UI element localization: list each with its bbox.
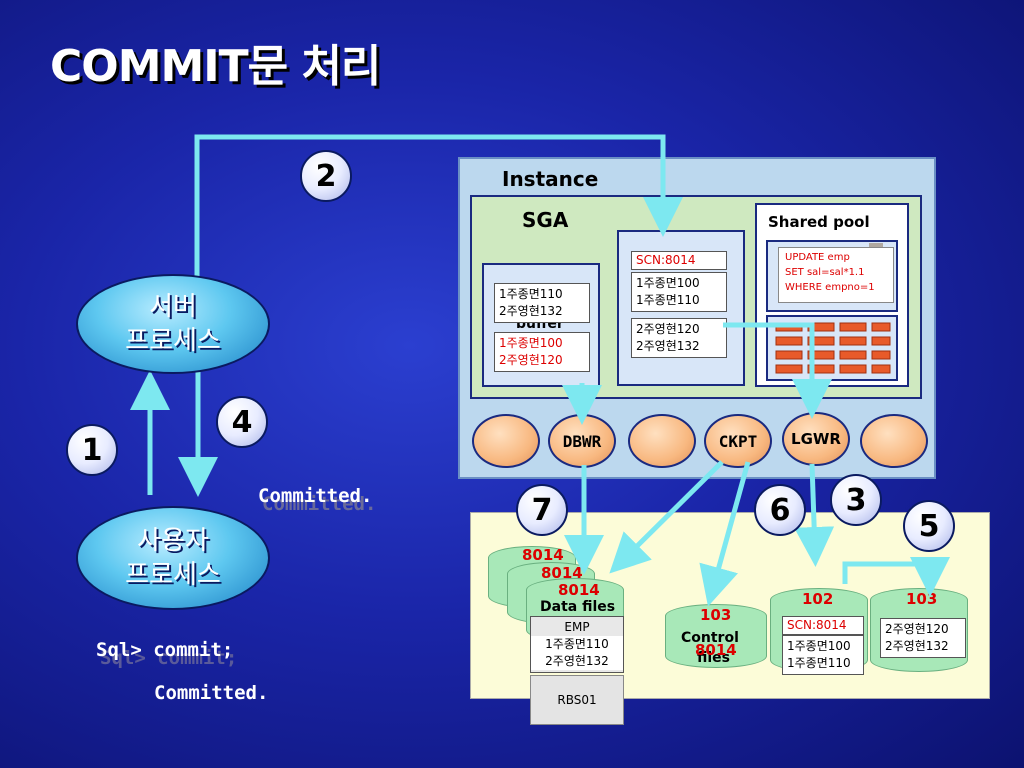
server-process-line: 서버 — [149, 292, 197, 322]
redo-buffer-row: 2주영현120 — [636, 322, 700, 336]
redo-buffer-row: 1주종면100 — [636, 276, 700, 290]
sql-statement: UPDATE emp SET sal=sal*1.1 WHERE empno=1 — [778, 247, 894, 303]
redo-buffer-scn: SCN:8014 — [631, 251, 727, 270]
step-5-marker: 5 — [903, 500, 955, 552]
page-title: COMMIT문 처리 — [50, 41, 381, 92]
data-file-scn: 8014 — [522, 546, 564, 564]
lgwr-process: LGWR — [782, 412, 850, 466]
db-buffer-row-dirty: 2주영현120 — [499, 353, 563, 367]
server-process-line: 프로세스 — [125, 326, 221, 356]
control-file-scn: 103 — [700, 606, 732, 624]
arrow-step-5-log-switch — [842, 557, 950, 597]
arrow-redo-to-lgwr — [723, 322, 832, 419]
redo-log-row: 2주영현120 — [885, 622, 949, 636]
ckpt-process: CKPT — [704, 414, 772, 468]
rollback-segment: RBS01 — [530, 675, 624, 725]
db-buffer-block-lower: 1주종면100 2주영현120 — [494, 332, 590, 372]
dictionary-cache-grid — [775, 322, 891, 374]
sql-result: Committed. — [154, 682, 269, 704]
control-file-cylinder — [665, 604, 767, 668]
user-process-line: 사용자 — [137, 526, 209, 556]
arrow-lgwr-to-redolog — [794, 463, 835, 567]
redo-log-2-block: 2주영현120 2주영현132 — [880, 618, 966, 658]
redo-log-1-scn: SCN:8014 — [782, 616, 864, 635]
control-files-label: files — [697, 650, 731, 666]
emp-table: EMP 1주종면110 2주영현132 — [530, 616, 624, 673]
data-files-label: Data files — [540, 599, 616, 615]
redo-buffer-row: 1주종면110 — [636, 293, 700, 307]
step-6-marker: 6 — [754, 484, 806, 536]
background-process-oval — [472, 414, 540, 468]
redo-log-1-seq: 102 — [802, 590, 834, 608]
step-1-marker: 1 — [66, 424, 118, 476]
step-3-marker: 3 — [830, 474, 882, 526]
control-file-overlay-scn: 8014 — [695, 641, 737, 659]
step-4-marker: 4 — [216, 396, 268, 448]
ckpt-label: CKPT — [718, 431, 758, 451]
control-files-label: Control — [681, 630, 739, 646]
sga-label: SGA — [522, 208, 569, 232]
emp-table-rows: 1주종면110 2주영현132 — [531, 636, 623, 670]
dbwr-label: DBWR — [562, 431, 602, 451]
background-process-oval — [628, 414, 696, 468]
dictionary-cache — [766, 315, 898, 381]
arrow-ckpt-to-controlfiles — [699, 461, 751, 607]
redo-log-1-block: 1주종면100 1주종면110 — [782, 635, 864, 675]
data-file-scn: 8014 — [558, 581, 600, 599]
redo-log-row: 2주영현132 — [885, 639, 949, 653]
db-buffer-block-upper: 1주종면110 2주영현132 — [494, 283, 590, 323]
shared-pool-label: Shared pool — [768, 213, 870, 231]
lgwr-label: LGWR — [791, 430, 841, 448]
redo-buffer-block-lower: 2주영현120 2주영현132 — [631, 318, 727, 358]
instance-label: Instance — [502, 167, 599, 191]
db-buffer-row: 2주영현132 — [499, 304, 563, 318]
redo-buffer-row: 2주영현132 — [636, 339, 700, 353]
db-buffer-row-dirty: 1주종면100 — [499, 336, 563, 350]
arrow-step-2 — [194, 134, 683, 282]
background-process-oval — [860, 414, 928, 468]
sql-line: SET sal=sal*1.1 — [785, 267, 865, 278]
emp-table-name: EMP — [564, 620, 590, 634]
step-7-marker: 7 — [516, 484, 568, 536]
committed-message: Committed. — [258, 485, 373, 507]
db-buffer-row: 1주종면110 — [499, 287, 563, 301]
redo-log-row: 1주종면110 — [787, 656, 851, 670]
emp-row: 1주종면110 — [545, 637, 609, 651]
step-2-marker: 2 — [300, 150, 352, 202]
sql-line: UPDATE emp — [785, 252, 850, 263]
arrow-ckpt-to-datafiles — [609, 460, 724, 574]
redo-buffer-block-upper: 1주종면100 1주종면110 — [631, 272, 727, 312]
sql-prompt: Sql> commit; — [96, 639, 234, 661]
emp-row: 2주영현132 — [545, 654, 609, 668]
sql-line: WHERE empno=1 — [785, 282, 875, 293]
user-process-line: 프로세스 — [125, 560, 221, 590]
redo-log-row: 1주종면100 — [787, 639, 851, 653]
